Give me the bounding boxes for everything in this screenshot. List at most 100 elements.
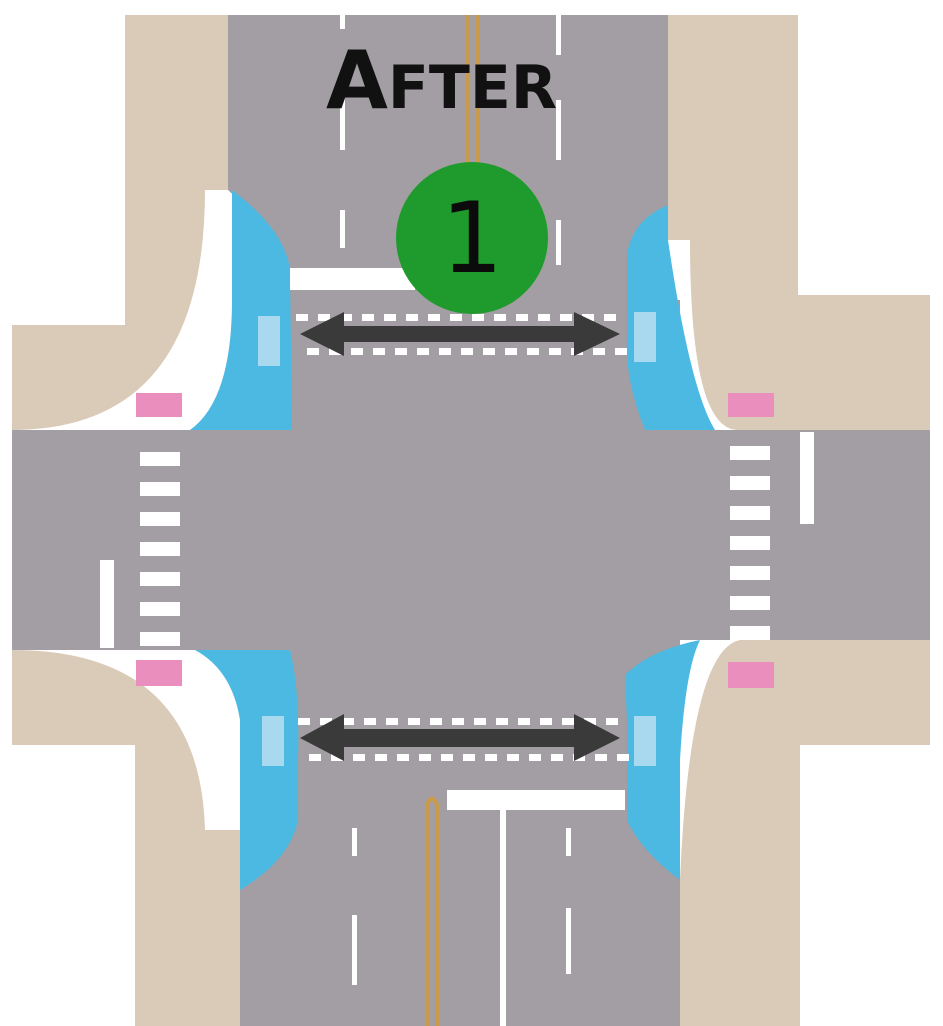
sidewalk-ne (668, 15, 930, 430)
lane-dash (340, 88, 345, 150)
crosswalk-dash (582, 314, 594, 321)
crosswalk-dash (417, 348, 429, 355)
crosswalk-dash (430, 718, 442, 725)
title-initial: A (326, 34, 388, 127)
road-south-leg (240, 650, 680, 1026)
crosswalk-dash (595, 754, 607, 761)
crosswalk-dash (298, 718, 310, 725)
crosswalk-dash (463, 754, 475, 761)
crosswalk-dash (353, 754, 365, 761)
pedestrian-signals (136, 393, 774, 688)
crosswalk-dash (309, 754, 321, 761)
crosswalk-dash (494, 314, 506, 321)
curb-extension-se (625, 640, 700, 880)
crosswalk-dash (373, 348, 385, 355)
tactile-pad-se (634, 716, 656, 766)
tactile-pads (258, 312, 656, 766)
crosswalk-bar (140, 542, 180, 556)
crosswalk-bar (140, 602, 180, 616)
crosswalk-bar (730, 536, 770, 550)
crosswalk-bar (730, 626, 770, 640)
crosswalk-bar (730, 476, 770, 490)
lane-dash (340, 15, 345, 29)
crosswalk-bar (730, 506, 770, 520)
crosswalk-dash (318, 314, 330, 321)
crosswalk-dash (562, 718, 574, 725)
title-rest: FTER (388, 53, 557, 123)
crosswalk-dash (485, 754, 497, 761)
crosswalk-dash (364, 718, 376, 725)
crosswalk-dash (439, 348, 451, 355)
crosswalk-dash (593, 348, 605, 355)
crosswalk-bar (140, 482, 180, 496)
step-badge-number: 1 (441, 182, 503, 296)
road-east-leg (640, 430, 930, 640)
ped-signal-nw (136, 393, 182, 417)
crosswalk-dash (529, 754, 541, 761)
step-badge-circle (396, 162, 548, 314)
crosswalk-dash (606, 718, 618, 725)
crosswalk-dash (450, 314, 462, 321)
crosswalk-dash (516, 314, 528, 321)
crosswalk-dash (362, 314, 374, 321)
crosswalk-dash (584, 718, 596, 725)
lane-solid (500, 810, 506, 1026)
curb-extension-sw (195, 650, 299, 890)
crosswalk-dash (496, 718, 508, 725)
lane-dash (352, 828, 357, 856)
lane-dash (556, 100, 561, 160)
sidewalk-se (680, 640, 930, 1026)
crosswalk-bar (140, 572, 180, 586)
crosswalk-dash (560, 314, 572, 321)
crosswalk-bar (140, 632, 180, 646)
crosswalk-bar (140, 512, 180, 526)
lane-dash (566, 908, 571, 974)
crosswalk-dash (320, 718, 332, 725)
crosswalk-dash (331, 754, 343, 761)
tactile-pad-nw (258, 316, 280, 366)
crosswalk-dash (615, 348, 627, 355)
crosswalk-dash (551, 754, 563, 761)
diagram-title: AFTER (326, 34, 557, 127)
crosswalk-dash (549, 348, 561, 355)
curb-extension-nw (190, 190, 292, 430)
lane-solid-east (800, 432, 814, 524)
crosswalk-dash (428, 314, 440, 321)
sidewalk-layer (12, 15, 930, 1026)
ped-signal-se (728, 662, 774, 688)
crosswalk-dash (507, 754, 519, 761)
crosswalk-dash (505, 348, 517, 355)
lane-solid-west (100, 560, 114, 648)
lane-dash (556, 15, 561, 55)
crosswalk-dash (296, 314, 308, 321)
ped-signal-ne (728, 393, 774, 417)
crosswalk-bar (730, 446, 770, 460)
ped-signal-sw (136, 660, 182, 686)
crosswalk-dash (408, 718, 420, 725)
crosswalk-dash (483, 348, 495, 355)
crosswalk-dash (397, 754, 409, 761)
crosswalk-dash (472, 314, 484, 321)
crosswalk-dash (527, 348, 539, 355)
crosswalk-dash (419, 754, 431, 761)
crosswalk-bar (730, 566, 770, 580)
crosswalk-dash (307, 348, 319, 355)
stop-bar-north (290, 268, 415, 290)
double-arrow-icon (300, 714, 620, 761)
crosswalk-dash (518, 718, 530, 725)
crosswalk-bar (140, 452, 180, 466)
stop-bar-south (447, 790, 625, 810)
crosswalk-east (730, 446, 770, 640)
double-arrow-icon (300, 312, 620, 356)
centerline-north (466, 15, 470, 195)
crosswalk-dash (452, 718, 464, 725)
lane-dash (556, 220, 561, 265)
lane-markings (100, 15, 814, 1026)
crosswalk-dash (384, 314, 396, 321)
centerline-south (425, 796, 439, 1026)
lane-dash (352, 915, 357, 985)
centerline-north (476, 15, 480, 195)
tactile-pad-sw (262, 716, 284, 766)
lane-dash (340, 210, 345, 248)
